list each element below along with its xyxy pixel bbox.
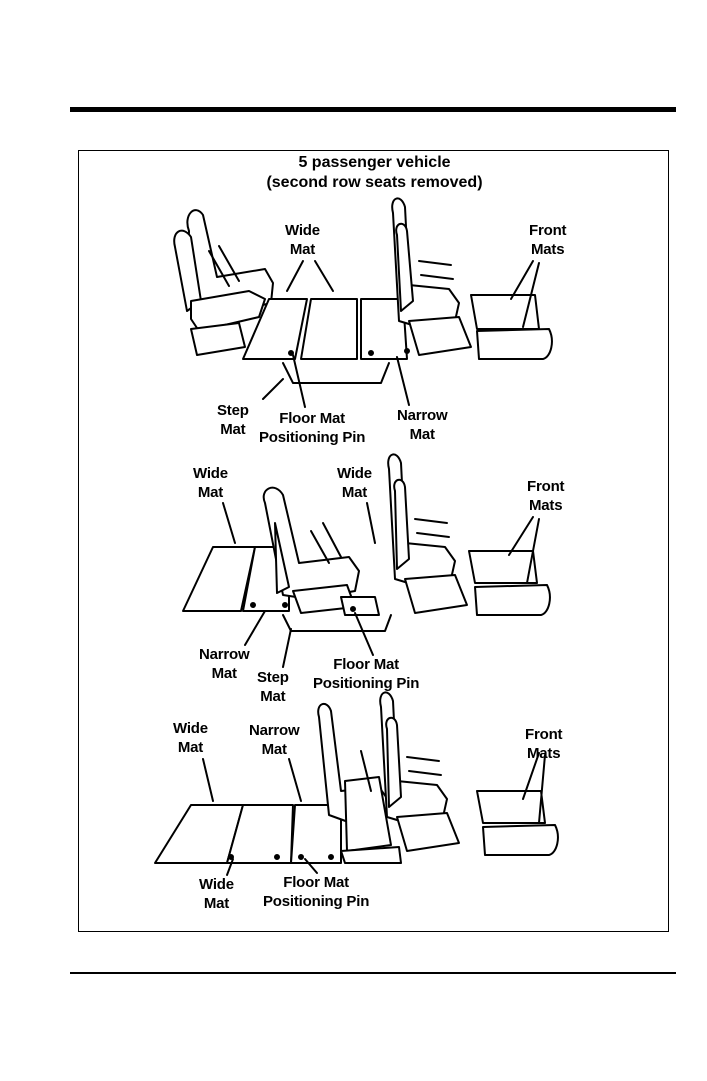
panel-3-illustration xyxy=(155,692,558,875)
figure-title-line-1: 5 passenger vehicle xyxy=(79,153,670,172)
footer-rule xyxy=(70,972,676,974)
figure-title-line-2: (second row seats removed) xyxy=(79,173,670,192)
mat-diagram-illustration xyxy=(79,151,670,933)
mat-installation-figure: 5 passenger vehicle (second row seats re… xyxy=(78,150,669,932)
panel-1-illustration xyxy=(174,198,552,407)
header-rule xyxy=(70,107,676,112)
